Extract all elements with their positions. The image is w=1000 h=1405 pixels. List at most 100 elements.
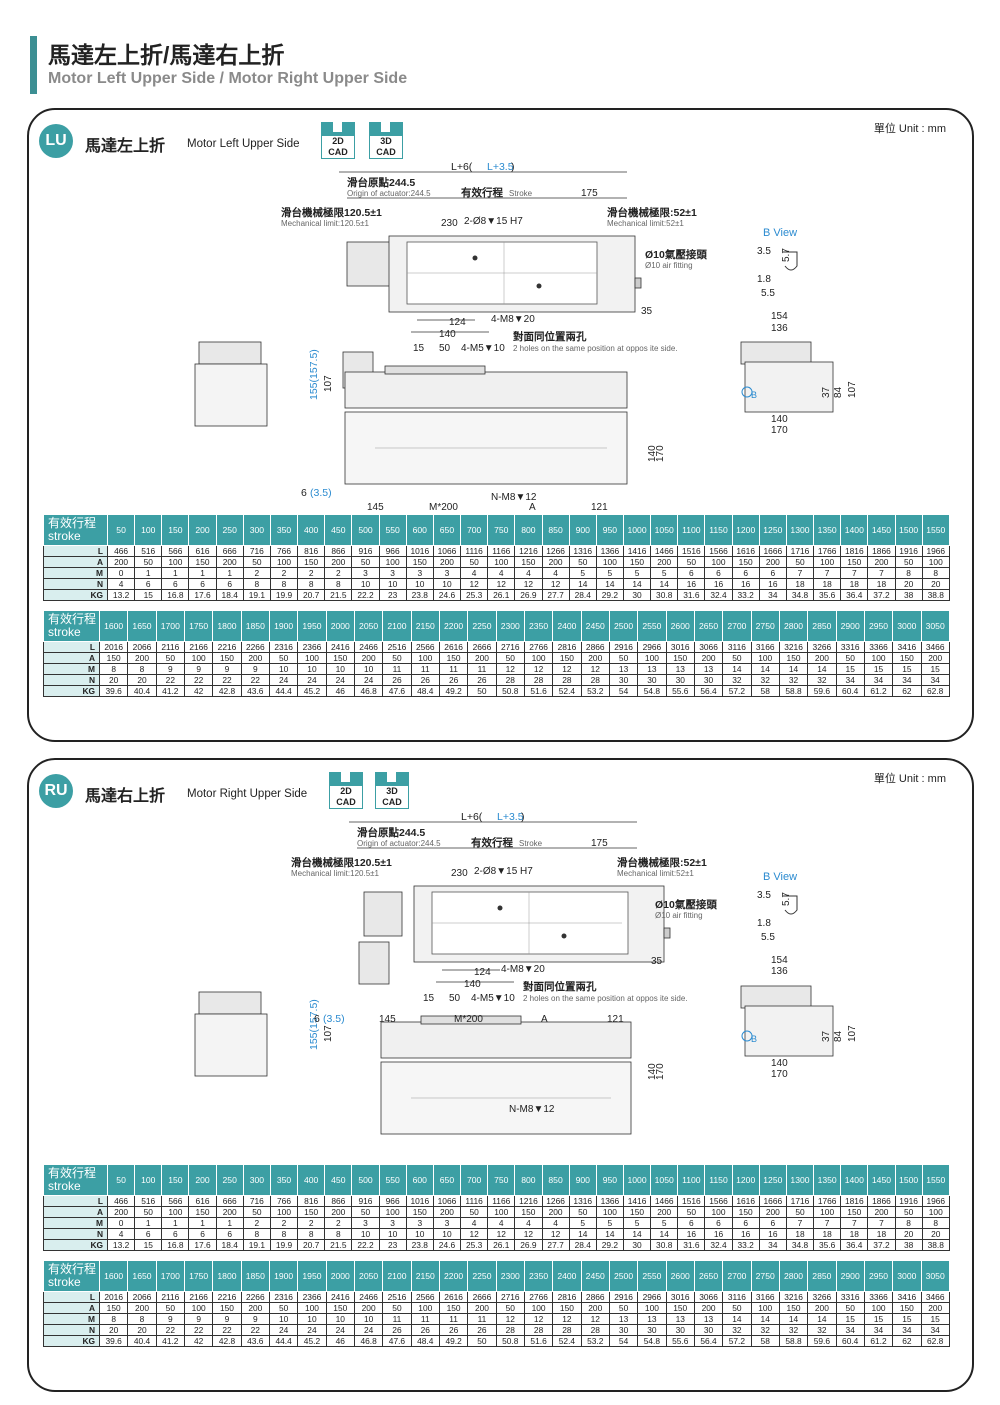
table-cell: 50 <box>460 556 489 568</box>
table-cell: 200 <box>758 1206 787 1218</box>
table-cell: 50 <box>467 685 497 697</box>
table-cell: 28 <box>495 1324 525 1336</box>
stroke-cell: 1950 <box>297 610 327 642</box>
label-b-55: 5.5 <box>761 932 775 943</box>
table-cell: 1616 <box>731 545 760 557</box>
label-end-140: 140 <box>771 1058 788 1069</box>
table-cell: 34 <box>920 674 950 686</box>
table-cell: 100 <box>813 1206 842 1218</box>
table-cell: 9 <box>155 663 185 675</box>
table-cell: 200 <box>240 1302 270 1314</box>
stroke-cell: 2600 <box>665 610 695 642</box>
table-cell: 28 <box>580 674 610 686</box>
stroke-cell: 1700 <box>155 1260 185 1292</box>
table-cell: 716 <box>242 1195 271 1207</box>
table-cell: 38 <box>894 1239 923 1251</box>
row-label: KG <box>43 589 108 601</box>
stroke-cell: 2250 <box>467 610 497 642</box>
table-cell: 14 <box>722 663 752 675</box>
table-cell: 57.2 <box>722 1335 752 1347</box>
table-cell: 150 <box>665 1302 695 1314</box>
label-opposite-zh: 對面同位置兩孔 <box>513 330 587 343</box>
table-cell: 3 <box>351 567 380 579</box>
table-cell: 2166 <box>183 641 214 653</box>
table-cell: 50 <box>155 652 185 664</box>
label-dim-50: 50 <box>449 993 461 1004</box>
table-cell: 3416 <box>892 1291 922 1303</box>
table-cell: 34.8 <box>785 589 815 601</box>
table-cell: 11 <box>382 1313 412 1325</box>
table-cell: 14 <box>622 1228 652 1240</box>
label-stroke-zh: 有效行程 <box>461 186 503 199</box>
table-cell: 8 <box>98 663 129 675</box>
table-cell: 21.5 <box>324 589 353 601</box>
table-cell: 7 <box>840 1217 869 1229</box>
stroke-cell: 3000 <box>892 1260 922 1292</box>
table-cell: 42.8 <box>212 1335 242 1347</box>
row-label: M <box>43 1217 108 1229</box>
table-cell: 10 <box>297 1313 327 1325</box>
table-cell: 53.2 <box>580 685 610 697</box>
table-cell: 20 <box>127 1324 157 1336</box>
motor-side-view <box>198 341 262 365</box>
table-cell: 24.6 <box>432 589 462 601</box>
table-cell: 26 <box>438 674 469 686</box>
stroke-cell: 1600 <box>98 610 129 642</box>
table-cell: 200 <box>650 1206 679 1218</box>
table-cell: 200 <box>106 1206 136 1218</box>
table-cell: 6 <box>215 578 244 590</box>
table-cell: 58 <box>750 1335 780 1347</box>
table-cell: 16 <box>677 578 706 590</box>
table-cell: 50 <box>268 652 299 664</box>
table-cell: 11 <box>467 663 497 675</box>
table-cell: 4 <box>460 567 489 579</box>
table-cell: 150 <box>840 556 869 568</box>
stroke-cell: 2400 <box>552 610 582 642</box>
stroke-cell: 2300 <box>495 1260 525 1292</box>
table-cell: 200 <box>432 1206 462 1218</box>
table-cell: 55.6 <box>665 1335 695 1347</box>
label-pin-hole: 2-Ø8▼15 H7 <box>464 216 523 227</box>
stroke-cell: 700 <box>460 514 489 546</box>
table-cell: 150 <box>325 652 355 664</box>
table-cell: 1416 <box>622 545 652 557</box>
motor-top <box>346 241 392 287</box>
table-cell: 34 <box>920 1324 950 1336</box>
table-cell: 2 <box>324 1217 353 1229</box>
row-label: M <box>43 1313 100 1325</box>
stroke-cell: 300 <box>242 1164 271 1196</box>
table-cell: 200 <box>127 652 157 664</box>
table-cell: 2 <box>297 567 326 579</box>
stroke-cell: 1450 <box>867 514 896 546</box>
table-cell: 1316 <box>568 545 597 557</box>
table-cell: 5 <box>595 1217 624 1229</box>
table-cell: 3 <box>432 1217 462 1229</box>
row-label: KG <box>43 1335 100 1347</box>
table-cell: 150 <box>778 1302 809 1314</box>
stroke-cell: 2150 <box>410 610 440 642</box>
table-cell: 1 <box>215 1217 244 1229</box>
table-cell: 50 <box>351 556 380 568</box>
table-cell: 1916 <box>894 1195 923 1207</box>
table-cell: 2866 <box>580 1291 610 1303</box>
disk-icon <box>329 772 363 786</box>
table-cell: 1 <box>188 567 217 579</box>
table-cell: 50 <box>134 556 163 568</box>
label-mech-right-en: Mechanical limit:52±1 <box>607 219 684 228</box>
table-cell: 7 <box>867 1217 896 1229</box>
table-cell: 1966 <box>921 1195 950 1207</box>
table-cell: 34 <box>758 589 787 601</box>
table-cell: 6 <box>161 1228 190 1240</box>
label-b-57: 5.7 <box>781 248 792 262</box>
table-cell: 22 <box>212 674 242 686</box>
table-cell: 34 <box>863 674 894 686</box>
table-cell: 10 <box>378 1228 407 1240</box>
table-cell: 16 <box>704 578 733 590</box>
